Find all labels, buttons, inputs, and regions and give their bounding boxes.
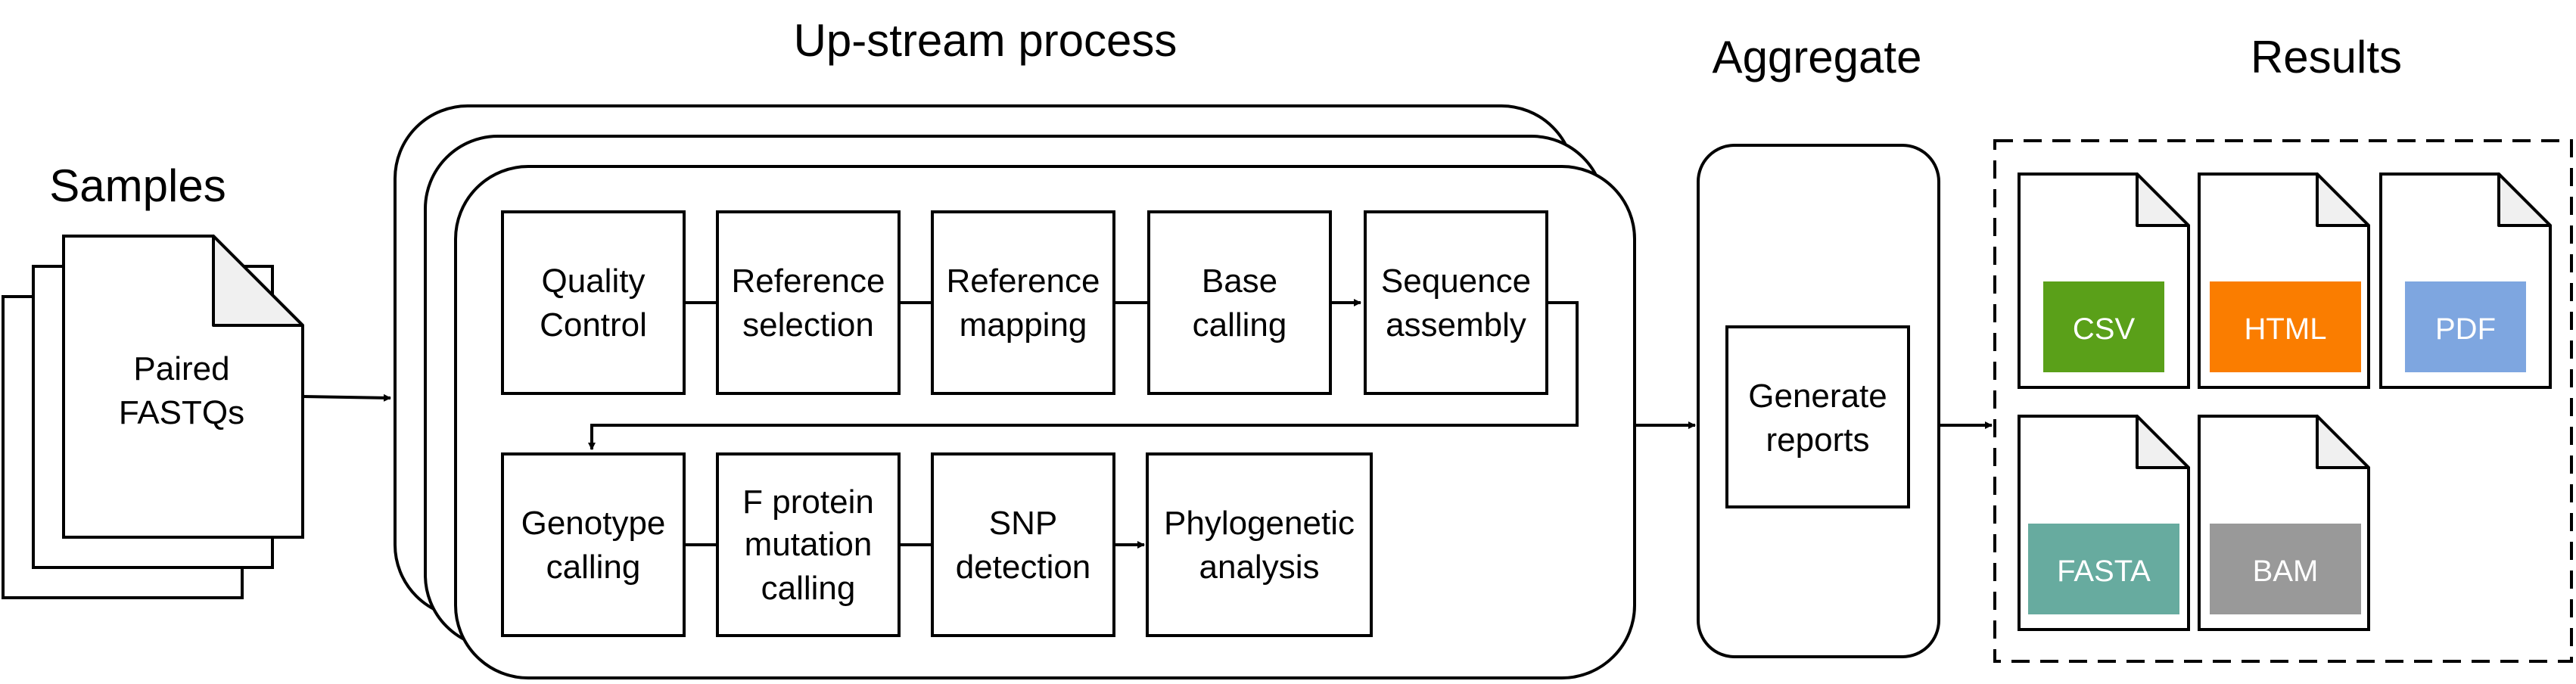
input-label-line2: FASTQs — [119, 394, 244, 431]
input-label-line1: Paired — [133, 350, 229, 387]
step-label-line: Base — [1202, 263, 1277, 300]
step-label-line: F protein — [742, 483, 874, 521]
file-csv: CSV — [2018, 173, 2190, 389]
upstream-connectors — [588, 299, 1579, 549]
step-label-line: SNP — [989, 505, 1057, 542]
step-label-line: calling — [761, 570, 856, 607]
step-label-line: selection — [742, 306, 874, 344]
step-genotype-calling: Genotype calling — [501, 452, 686, 637]
file-badge — [2210, 281, 2361, 372]
arrow-samples-to-upstream — [302, 393, 391, 402]
file-label: BAM — [2253, 555, 2319, 588]
step-f-protein-mutation-calling: F protein mutation calling — [716, 452, 901, 637]
step-base-calling: Base calling — [1147, 210, 1332, 395]
connector-assembly-to-genotype — [588, 301, 1579, 450]
file-badge — [2028, 524, 2179, 614]
step-label-line: analysis — [1199, 549, 1320, 586]
step-label-line: calling — [546, 549, 641, 586]
step-label-line: Sequence — [1381, 263, 1531, 300]
section-title-samples: Samples — [49, 160, 226, 211]
file-label: CSV — [2073, 312, 2136, 346]
step-phylogenetic-analysis: Phylogenetic analysis — [1146, 452, 1373, 637]
samples-stack: Paired FASTQs — [2, 235, 304, 599]
step-quality-control: Quality Control — [501, 210, 686, 395]
result-files: CSV HTML PDF FASTA BAM — [2018, 173, 2552, 631]
step-label-line: mapping — [960, 306, 1087, 344]
generate-reports-line2: reports — [1766, 421, 1870, 459]
file-pdf: PDF — [2379, 173, 2552, 389]
step-label-line: Genotype — [521, 505, 666, 542]
sample-sheet-front: Paired FASTQs — [62, 235, 304, 539]
step-label-line: calling — [1193, 306, 1287, 344]
results-container — [1993, 139, 2573, 663]
step-reference-mapping: Reference mapping — [931, 210, 1115, 395]
upstream-steps: Quality Control Reference selection Refe… — [501, 210, 1548, 637]
file-badge — [2405, 281, 2526, 372]
step-label-line: Reference — [731, 263, 885, 300]
step-snp-detection: SNP detection — [931, 452, 1115, 637]
generate-reports-line1: Generate — [1748, 378, 1887, 415]
file-badge — [2043, 281, 2164, 372]
file-label: PDF — [2435, 312, 2496, 346]
section-title-aggregate: Aggregate — [1713, 32, 1922, 82]
file-fasta: FASTA — [2018, 415, 2190, 631]
step-label-line: Control — [540, 306, 647, 344]
step-sequence-assembly: Sequence assembly — [1364, 210, 1548, 395]
aggregate-container: Generate reports — [1697, 144, 1940, 658]
file-label: FASTA — [2057, 555, 2151, 588]
file-bam: BAM — [2198, 415, 2370, 631]
step-label-line: mutation — [745, 526, 873, 563]
file-label: HTML — [2245, 312, 2327, 346]
step-label-line: detection — [956, 549, 1091, 586]
step-label-line: assembly — [1386, 306, 1526, 344]
step-label-line: Reference — [946, 263, 1100, 300]
step-label-line: Quality — [542, 263, 646, 300]
file-html: HTML — [2198, 173, 2370, 389]
step-generate-reports: Generate reports — [1725, 325, 1910, 508]
section-title-results: Results — [2251, 32, 2402, 82]
step-reference-selection: Reference selection — [716, 210, 901, 395]
file-badge — [2210, 524, 2361, 614]
section-title-upstream: Up-stream process — [794, 15, 1178, 66]
step-label-line: Phylogenetic — [1164, 505, 1355, 542]
